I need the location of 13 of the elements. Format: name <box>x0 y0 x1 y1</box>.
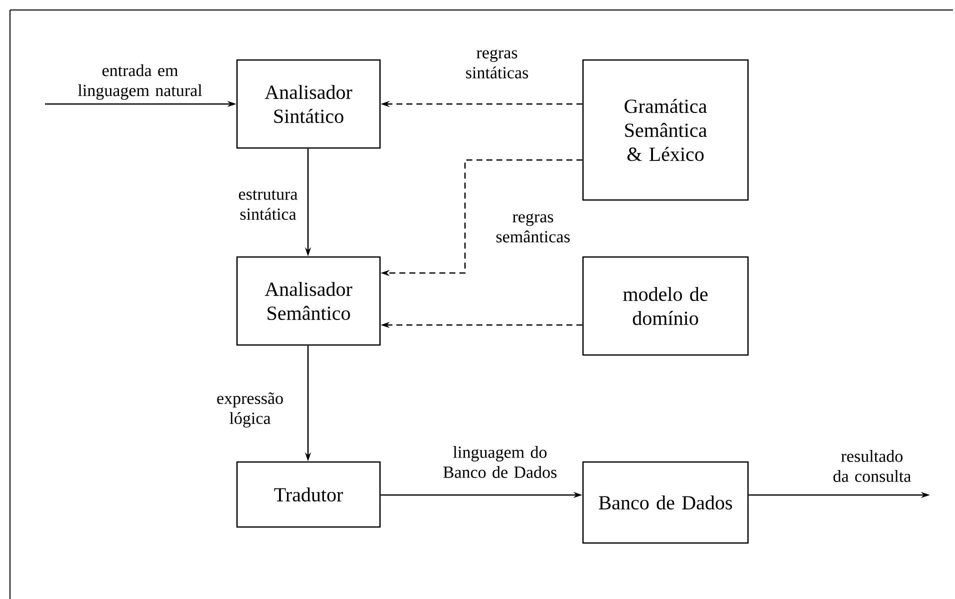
edge-label: regras sintáticas <box>466 50 528 78</box>
process-box: Analisador Semântico <box>236 256 381 346</box>
process-box: Tradutor <box>236 461 381 528</box>
edge-label: regras semânticas <box>496 214 570 242</box>
process-box: Banco de Dados <box>582 461 749 544</box>
process-box: Analisador Sintático <box>236 59 381 149</box>
process-box: Gramática Semântica & Léxico <box>582 59 749 201</box>
edge-label: estrutura sintática <box>238 190 298 220</box>
edge-label: linguagem do Banco de Dados <box>443 446 557 478</box>
process-box: modelo de domínio <box>582 256 749 356</box>
edge-label: entrada em linguagem natural <box>78 64 202 100</box>
edge-label: resultado da consulta <box>833 450 911 482</box>
edge-label: expressão lógica <box>217 392 283 428</box>
